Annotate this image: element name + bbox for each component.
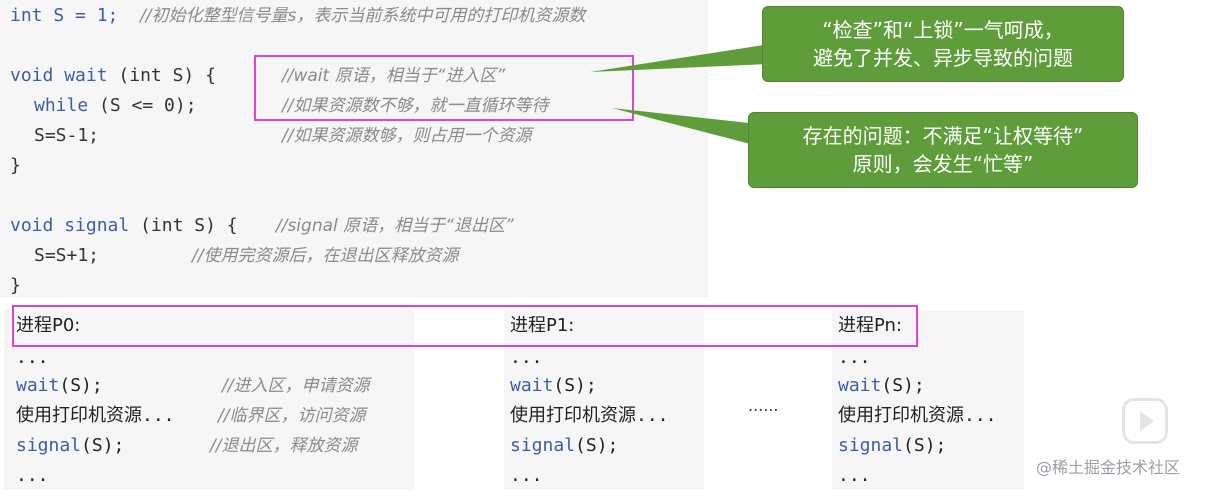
process-pn-dots-top: ... <box>838 347 871 368</box>
signal-call: signal <box>16 435 82 456</box>
code-text: (int S) { <box>118 65 216 86</box>
process-pn-signal: signal(S); <box>838 432 946 460</box>
process-p0-signal-comment: //退出区，释放资源 <box>210 432 357 460</box>
bottom-callout-pointer <box>612 108 758 146</box>
code-panel <box>0 0 708 298</box>
process-panel-pn <box>832 310 1024 490</box>
callout-text: 避免了并发、异步导致的问题 <box>813 46 1073 70</box>
signal-call: signal <box>510 435 576 456</box>
code-line-1: int S = 1; //初始化整型信号量s，表示当前系统中可用的打印机资源数 <box>10 4 585 28</box>
code-comment: //signal 原语，相当于“退出区” <box>276 216 514 236</box>
middle-ellipsis: ...... <box>748 396 779 415</box>
code-comment: //如果资源数不够，就一直循环等待 <box>282 96 549 116</box>
process-p1-use: 使用打印机资源... <box>510 405 669 426</box>
highlight-box-wait <box>254 55 634 121</box>
process-title-pn: 进程Pn: <box>838 315 903 336</box>
process-p1-dots-top: ... <box>510 347 543 368</box>
process-panel-p1 <box>504 310 704 490</box>
callout-text: 存在的问题：不满足“让权等待” <box>802 124 1084 148</box>
code-line-2: void wait (int S) { <box>10 64 216 88</box>
code-comment: //wait 原语，相当于“进入区” <box>282 66 506 86</box>
play-icon[interactable] <box>1122 398 1168 444</box>
process-pn-use: 使用打印机资源... <box>838 405 997 426</box>
code-text: int S = 1; <box>10 5 119 26</box>
process-p1-wait: wait(S); <box>510 372 597 400</box>
process-p0-wait: wait(S); <box>16 372 103 400</box>
process-pn-dots-bottom: ... <box>838 465 871 486</box>
code-comment-4: //如果资源数够，则占用一个资源 <box>282 124 531 148</box>
callout-text: “检查”和“上锁”一气呵成， <box>822 18 1064 42</box>
code-comment: //使用完资源后，在退出区释放资源 <box>192 246 459 266</box>
code-comment: //如果资源数够，则占用一个资源 <box>282 126 532 146</box>
wait-call: wait <box>16 375 60 396</box>
code-comment: //退出区，释放资源 <box>210 436 358 456</box>
callout-text: 原则，会发生“忙等” <box>852 152 1034 176</box>
wait-call: wait <box>510 375 554 396</box>
process-p0-dots-bottom: ... <box>16 465 49 486</box>
signal-args: (S); <box>575 435 619 456</box>
process-title-p1: 进程P1: <box>510 315 575 336</box>
process-pn-wait: wait(S); <box>838 372 925 400</box>
code-text: S=S+1; <box>34 245 100 266</box>
process-p0-use: 使用打印机资源... <box>16 405 175 426</box>
wait-args: (S); <box>881 375 925 396</box>
code-line-3: while (S <= 0); <box>34 94 197 118</box>
code-text: S=S-1; <box>34 125 100 146</box>
process-p0-wait-comment: //进入区，申请资源 <box>222 372 369 400</box>
code-text: } <box>10 155 21 176</box>
code-keyword: void <box>10 65 54 86</box>
process-p1-dots-bottom: ... <box>510 465 543 486</box>
code-comment-2: //wait 原语，相当于“进入区” <box>282 64 505 88</box>
code-text: (int S) { <box>140 215 238 236</box>
signal-args: (S); <box>81 435 125 456</box>
code-keyword: while <box>34 95 89 116</box>
wait-args: (S); <box>59 375 103 396</box>
code-function: signal <box>53 215 141 236</box>
code-line-6: void signal (int S) { <box>10 214 238 238</box>
highlight-box-processes <box>12 305 918 347</box>
code-comment-3: //如果资源数不够，就一直循环等待 <box>282 94 548 118</box>
code-line-4: S=S-1; <box>34 124 99 148</box>
code-line-8: } <box>10 274 21 298</box>
process-p0-signal: signal(S); <box>16 432 124 460</box>
code-comment-7: //使用完资源后，在退出区释放资源 <box>192 244 458 268</box>
code-line-5: } <box>10 154 21 178</box>
wait-call: wait <box>838 375 882 396</box>
code-comment: //进入区，申请资源 <box>222 376 370 396</box>
code-comment-6: //signal 原语，相当于“退出区” <box>276 214 514 238</box>
process-p0-use-comment: //临界区，访问资源 <box>218 402 365 430</box>
process-p0-dots-top: ... <box>16 347 49 368</box>
wait-args: (S); <box>553 375 597 396</box>
code-comment: //初始化整型信号量s，表示当前系统中可用的打印机资源数 <box>140 6 586 26</box>
top-callout-pointer <box>590 44 770 72</box>
code-text: } <box>10 275 21 296</box>
process-title-p0: 进程P0: <box>16 315 81 336</box>
callout-top: “检查”和“上锁”一气呵成， 避免了并发、异步导致的问题 <box>762 6 1124 82</box>
signal-call: signal <box>838 435 904 456</box>
callout-bottom: 存在的问题：不满足“让权等待” 原则，会发生“忙等” <box>748 112 1138 188</box>
process-p1-signal: signal(S); <box>510 432 618 460</box>
signal-args: (S); <box>903 435 947 456</box>
code-line-7: S=S+1; <box>34 244 99 268</box>
code-comment: //临界区，访问资源 <box>218 406 366 426</box>
code-function: wait <box>53 65 119 86</box>
code-text: (S <= 0); <box>88 95 197 116</box>
process-panel-p0 <box>4 310 414 490</box>
code-keyword: void <box>10 215 54 236</box>
watermark: @稀土掘金技术社区 <box>1036 458 1181 477</box>
